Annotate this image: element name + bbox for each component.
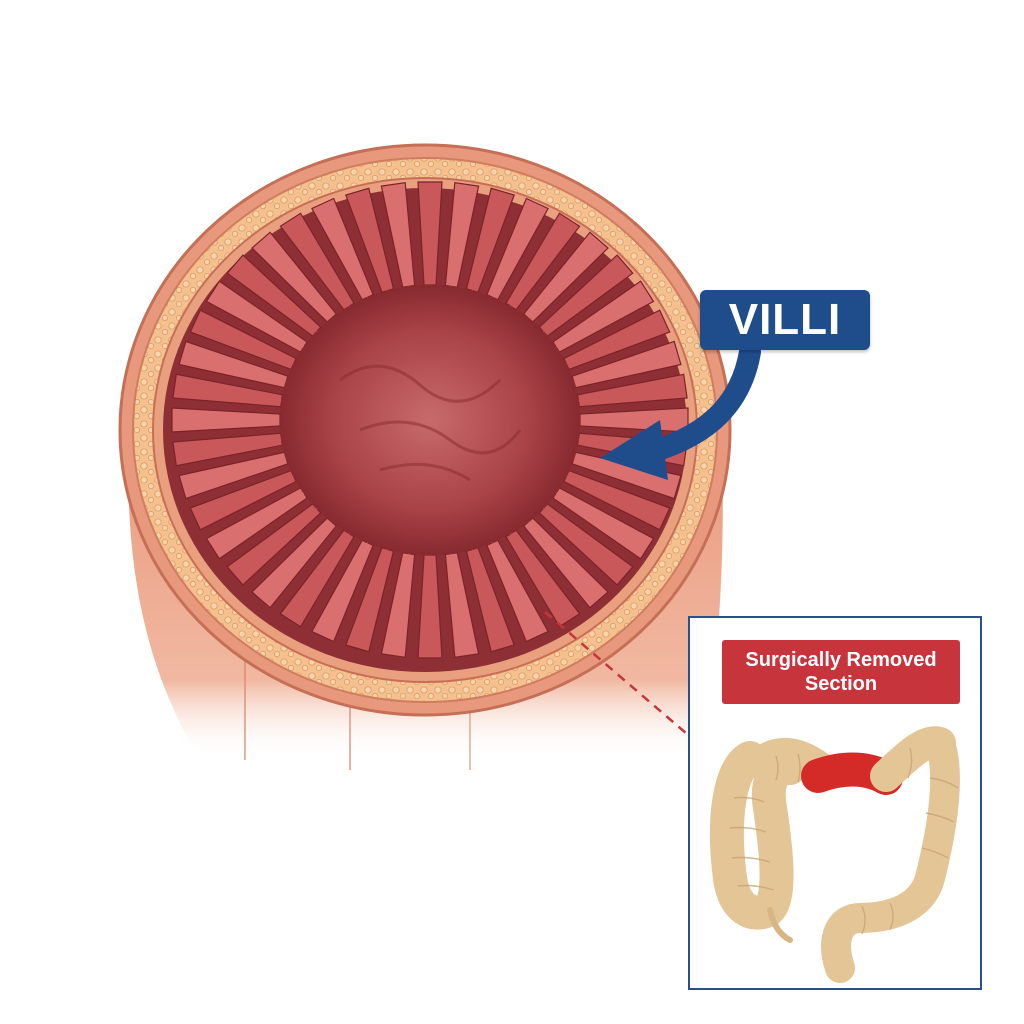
lumen-texture xyxy=(339,364,522,482)
colon-inset-panel: Surgically Removed Section xyxy=(688,616,982,990)
villus xyxy=(311,539,374,643)
intestinal-lumen xyxy=(280,285,580,555)
haustra-lines xyxy=(729,747,959,935)
villus xyxy=(251,517,338,609)
villus xyxy=(172,432,284,467)
villus xyxy=(417,554,443,659)
villus xyxy=(178,451,289,500)
colon-illustration xyxy=(709,726,960,983)
villus xyxy=(576,373,688,408)
villus xyxy=(522,231,609,323)
villus xyxy=(444,552,480,658)
villus xyxy=(444,182,480,288)
villus xyxy=(465,187,515,293)
villus xyxy=(417,181,443,286)
villus xyxy=(345,547,395,653)
villus xyxy=(171,407,281,433)
ascending-colon xyxy=(709,741,807,930)
villus xyxy=(226,503,322,586)
villus xyxy=(380,182,416,288)
villus xyxy=(380,552,416,658)
dashed-connector-arrow xyxy=(544,611,709,753)
villus xyxy=(279,529,355,628)
villi-label: VILLI xyxy=(700,290,870,350)
villus xyxy=(552,280,655,353)
villus xyxy=(505,212,581,311)
villus xyxy=(486,197,549,301)
villus xyxy=(563,309,671,371)
villus xyxy=(189,469,297,531)
curved-pointer-arrowhead xyxy=(600,420,668,480)
surgically-removed-section-label: Surgically Removed Section xyxy=(722,640,960,704)
villus xyxy=(538,254,634,337)
descending-colon xyxy=(821,728,960,983)
appendix xyxy=(767,907,793,943)
villus xyxy=(571,340,682,389)
villus xyxy=(205,487,308,560)
